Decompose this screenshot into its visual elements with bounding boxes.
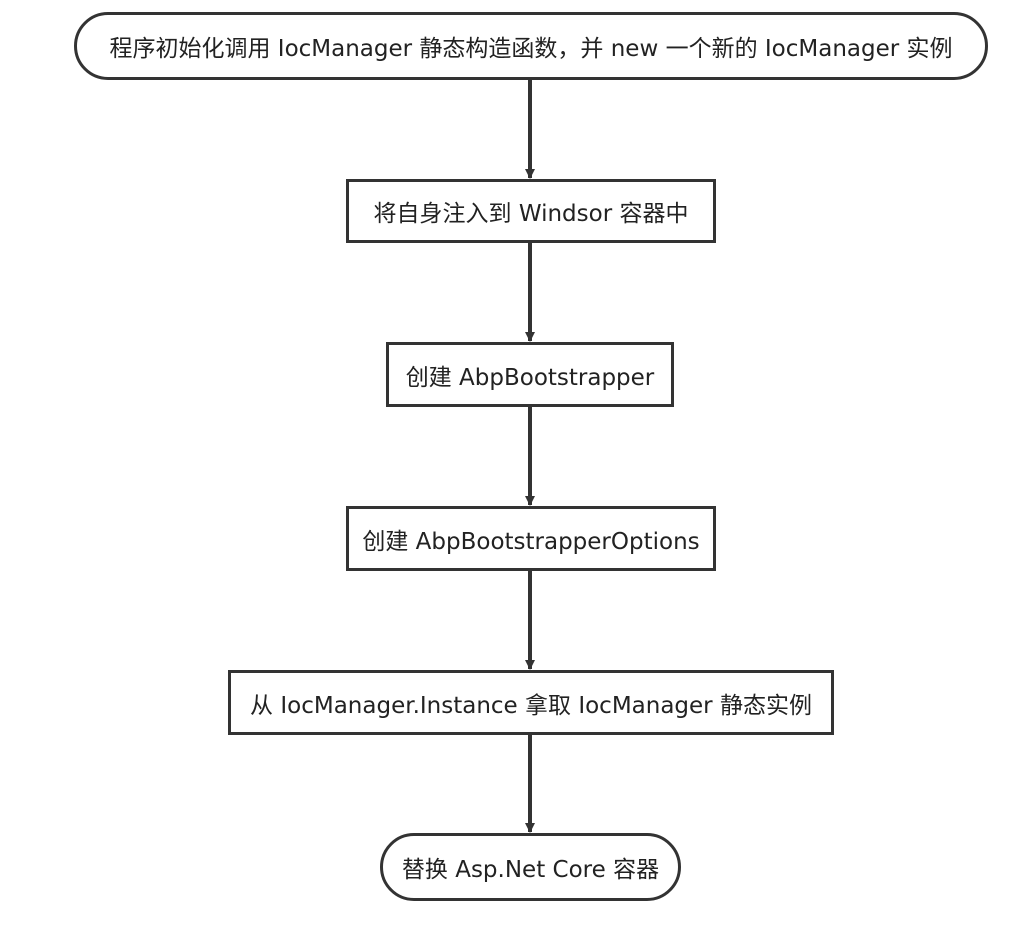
create-bootstrapper-options-label: 创建 AbpBootstrapperOptions <box>362 528 700 555</box>
create-bootstrapper-label: 创建 AbpBootstrapper <box>405 364 655 391</box>
create-bootstrapper-options-node: 创建 AbpBootstrapperOptions <box>346 506 716 571</box>
get-ioc-instance-label: 从 IocManager.Instance 拿取 IocManager 静态实例 <box>250 692 812 719</box>
start-node: 程序初始化调用 IocManager 静态构造函数，并 new 一个新的 Ioc… <box>74 12 988 80</box>
end-node: 替换 Asp.Net Core 容器 <box>380 833 681 901</box>
create-bootstrapper-node: 创建 AbpBootstrapper <box>386 342 674 407</box>
end-node-label: 替换 Asp.Net Core 容器 <box>401 857 660 883</box>
start-node-label: 程序初始化调用 IocManager 静态构造函数，并 new 一个新的 Ioc… <box>109 36 953 62</box>
register-windsor-label: 将自身注入到 Windsor 容器中 <box>373 201 689 227</box>
get-ioc-instance-node: 从 IocManager.Instance 拿取 IocManager 静态实例 <box>228 670 834 735</box>
register-windsor-node: 将自身注入到 Windsor 容器中 <box>346 179 716 243</box>
